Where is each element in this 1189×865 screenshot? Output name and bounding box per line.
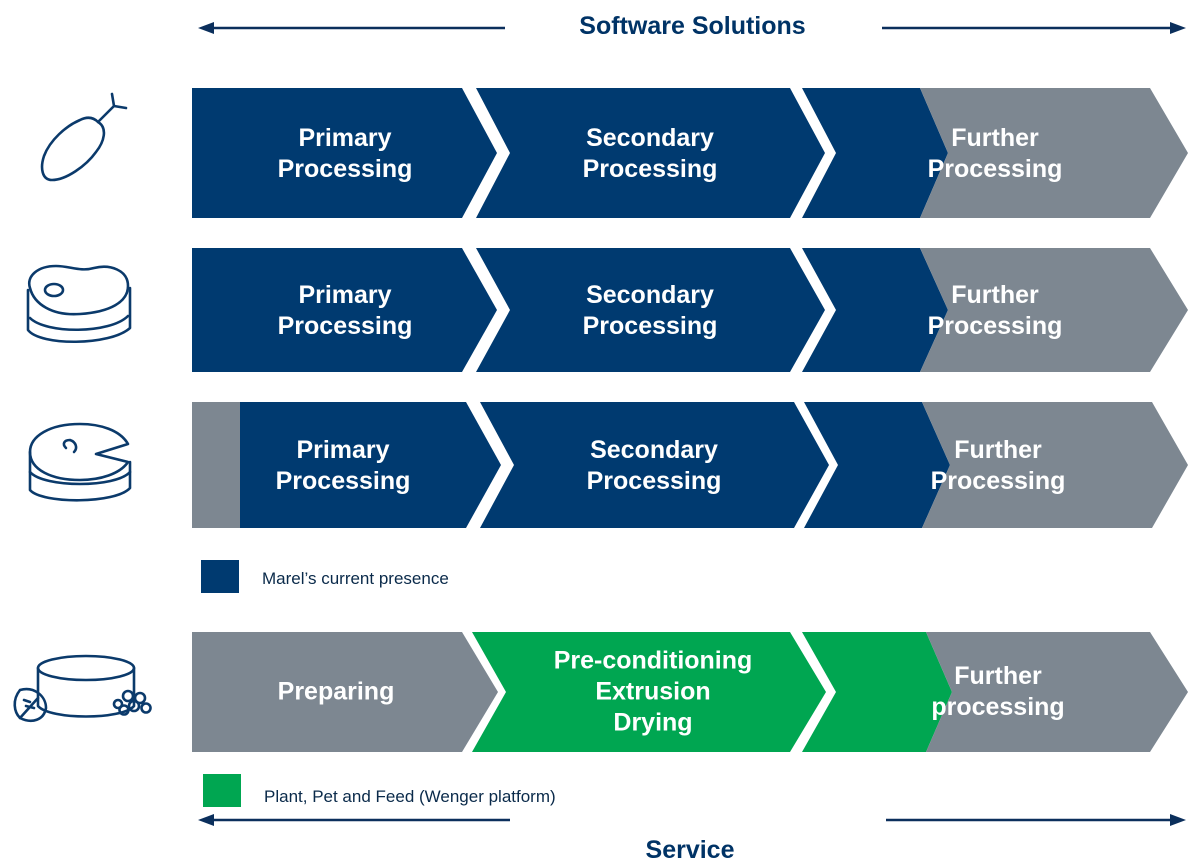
step-label: Further processing bbox=[931, 662, 1065, 721]
chevron-further-navy-1 bbox=[802, 88, 948, 218]
row-meat bbox=[192, 248, 1188, 372]
step-label: Secondary Processing bbox=[582, 281, 718, 340]
chevron-further-gray-4 bbox=[926, 632, 1188, 752]
chevron-extrusion bbox=[472, 632, 826, 752]
chevron-further-gray-2 bbox=[920, 248, 1188, 372]
service-title: Service bbox=[645, 836, 735, 864]
step-label: Primary Processing bbox=[275, 436, 411, 495]
step-label: Secondary Processing bbox=[582, 124, 718, 183]
row-fish bbox=[192, 402, 1188, 528]
chevron-preparing bbox=[192, 632, 498, 752]
step-label: Pre-conditioning Extrusion Drying bbox=[553, 646, 753, 737]
step-label: Preparing bbox=[277, 677, 395, 706]
step-label: Further Processing bbox=[927, 124, 1063, 183]
chevron-further-navy-3 bbox=[804, 402, 950, 528]
chevron-further-gray-1 bbox=[920, 88, 1188, 218]
row-poultry bbox=[192, 88, 1188, 218]
legend-label-wenger: Plant, Pet and Feed (Wenger platform) bbox=[264, 787, 556, 806]
fish-steak-icon bbox=[28, 422, 132, 502]
row-pet-feed bbox=[192, 632, 1188, 752]
chevron-primary-2 bbox=[192, 248, 497, 372]
chevron-further-navy-2 bbox=[802, 248, 948, 372]
legend-label-marel: Marel’s current presence bbox=[262, 569, 449, 588]
legend-swatch-green bbox=[203, 774, 241, 807]
chevron-primary-3 bbox=[240, 402, 501, 528]
chevron-secondary-2 bbox=[476, 248, 825, 372]
software-solutions-title: Software Solutions bbox=[579, 12, 806, 40]
meat-steak-icon bbox=[26, 264, 132, 344]
step-label: Primary Processing bbox=[277, 281, 413, 340]
step-label: Further Processing bbox=[930, 436, 1066, 495]
poultry-drumstick-icon bbox=[40, 92, 128, 182]
legend-swatch-navy bbox=[201, 560, 239, 593]
chevron-further-gray-3 bbox=[922, 402, 1188, 528]
chevron-primary-1 bbox=[192, 88, 497, 218]
step-label: Further Processing bbox=[927, 281, 1063, 340]
pet-feed-bowl-icon bbox=[13, 654, 152, 722]
chevron-further-green bbox=[802, 632, 952, 752]
chevron-primary-gray-3 bbox=[192, 402, 240, 528]
row-icons bbox=[13, 92, 152, 722]
step-label: Primary Processing bbox=[277, 124, 413, 183]
chevron-secondary-3 bbox=[480, 402, 829, 528]
chevron-secondary-1 bbox=[476, 88, 825, 218]
step-label: Secondary Processing bbox=[586, 436, 722, 495]
